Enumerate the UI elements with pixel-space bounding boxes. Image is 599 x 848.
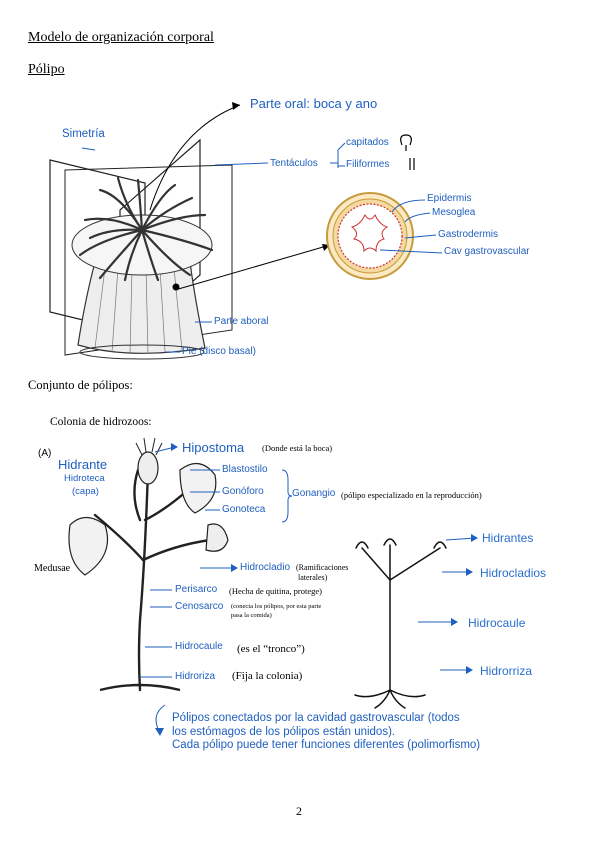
note-gonangio: (pólipo especializado en la reproducción… xyxy=(341,490,482,500)
label-hidrocaule-right: Hidrocaule xyxy=(468,616,526,630)
label-hidrocladios: Hidrocladios xyxy=(480,566,547,580)
summary-line-2: los estómagos de los pólipos están unido… xyxy=(172,725,396,738)
label-epidermis: Epidermis xyxy=(427,193,472,204)
note-hidrocladio-1: (Ramificaciones xyxy=(296,563,349,572)
colony-summary-note: Pólipos conectados por la cavidad gastro… xyxy=(172,712,480,753)
note-perisarco: (Hecha de quitina, protege) xyxy=(229,586,322,596)
label-simetria: Simetría xyxy=(62,128,105,140)
label-gonoforo: Gonóforo xyxy=(222,486,264,497)
gastrovascular-cavity xyxy=(350,213,389,253)
note-hidrocladio-2: laterales) xyxy=(298,573,328,582)
label-gonoteca: Gonoteca xyxy=(222,504,266,515)
basal-disc xyxy=(79,344,205,360)
label-hidrantes: Hidrantes xyxy=(482,531,534,545)
label-capa: (capa) xyxy=(72,486,99,497)
note-hipostoma: (Donde está la boca) xyxy=(262,443,333,453)
label-hidrorriza: Hidrorriza xyxy=(480,664,533,678)
page-title: Modelo de organización corporal xyxy=(28,30,214,45)
label-hidrocaule: Hidrocaule xyxy=(175,641,223,652)
page-number: 2 xyxy=(296,804,302,818)
label-tentaculos: Tentáculos xyxy=(270,158,318,169)
subsection-colonia: Colonia de hidrozoos: xyxy=(50,416,152,428)
hydranth-head xyxy=(137,451,159,485)
label-gastrodermis: Gastrodermis xyxy=(438,229,499,240)
note-hidrocaule: (es el “tronco”) xyxy=(237,643,305,655)
label-hidrocladio: Hidrocladio xyxy=(240,562,291,573)
label-blastostilo: Blastostilo xyxy=(222,464,268,475)
label-pie: Pie (disco basal) xyxy=(182,346,256,357)
label-hidrante: Hidrante xyxy=(58,457,108,472)
summary-line-1: Pólipos conectados por la cavidad gastro… xyxy=(172,712,460,724)
section-title-conjunto: Conjunto de pólipos: xyxy=(28,378,133,392)
label-hipostoma: Hipostoma xyxy=(182,440,245,455)
label-capitados: capitados xyxy=(346,137,389,148)
medusa-bud xyxy=(68,516,109,576)
label-mesoglea: Mesoglea xyxy=(432,207,476,218)
section-title-polipo: Pólipo xyxy=(28,62,65,77)
tentacles xyxy=(78,176,214,282)
label-hidroteca: Hidroteca xyxy=(64,473,105,484)
label-medusae: Medusae xyxy=(34,563,71,574)
label-filiformes: Filiformes xyxy=(346,159,390,170)
polyp-body xyxy=(77,261,206,354)
note-cenosarco-2: pasa la comida) xyxy=(231,612,272,619)
label-gonangio: Gonangio xyxy=(292,488,336,499)
label-parte-oral: Parte oral: boca y ano xyxy=(250,96,378,111)
label-panel-a: (A) xyxy=(38,448,52,459)
gonangium xyxy=(179,463,217,514)
note-cenosarco-1: (conecta los pólipos, por esta parte xyxy=(231,603,322,610)
symmetry-plane-back xyxy=(64,164,233,356)
label-parte-aboral: Parte aboral xyxy=(214,316,269,327)
label-perisarco: Perisarco xyxy=(175,584,218,595)
label-hidroriza: Hidroriza xyxy=(175,671,216,682)
schematic-colony xyxy=(354,538,447,709)
note-hidroriza: (Fija la colonia) xyxy=(232,670,303,682)
label-cenosarco: Cenosarco xyxy=(175,601,224,612)
summary-line-3: Cada pólipo puede tener funciones difere… xyxy=(172,739,481,751)
label-cav-gastrovascular: Cav gastrovascular xyxy=(444,246,530,257)
